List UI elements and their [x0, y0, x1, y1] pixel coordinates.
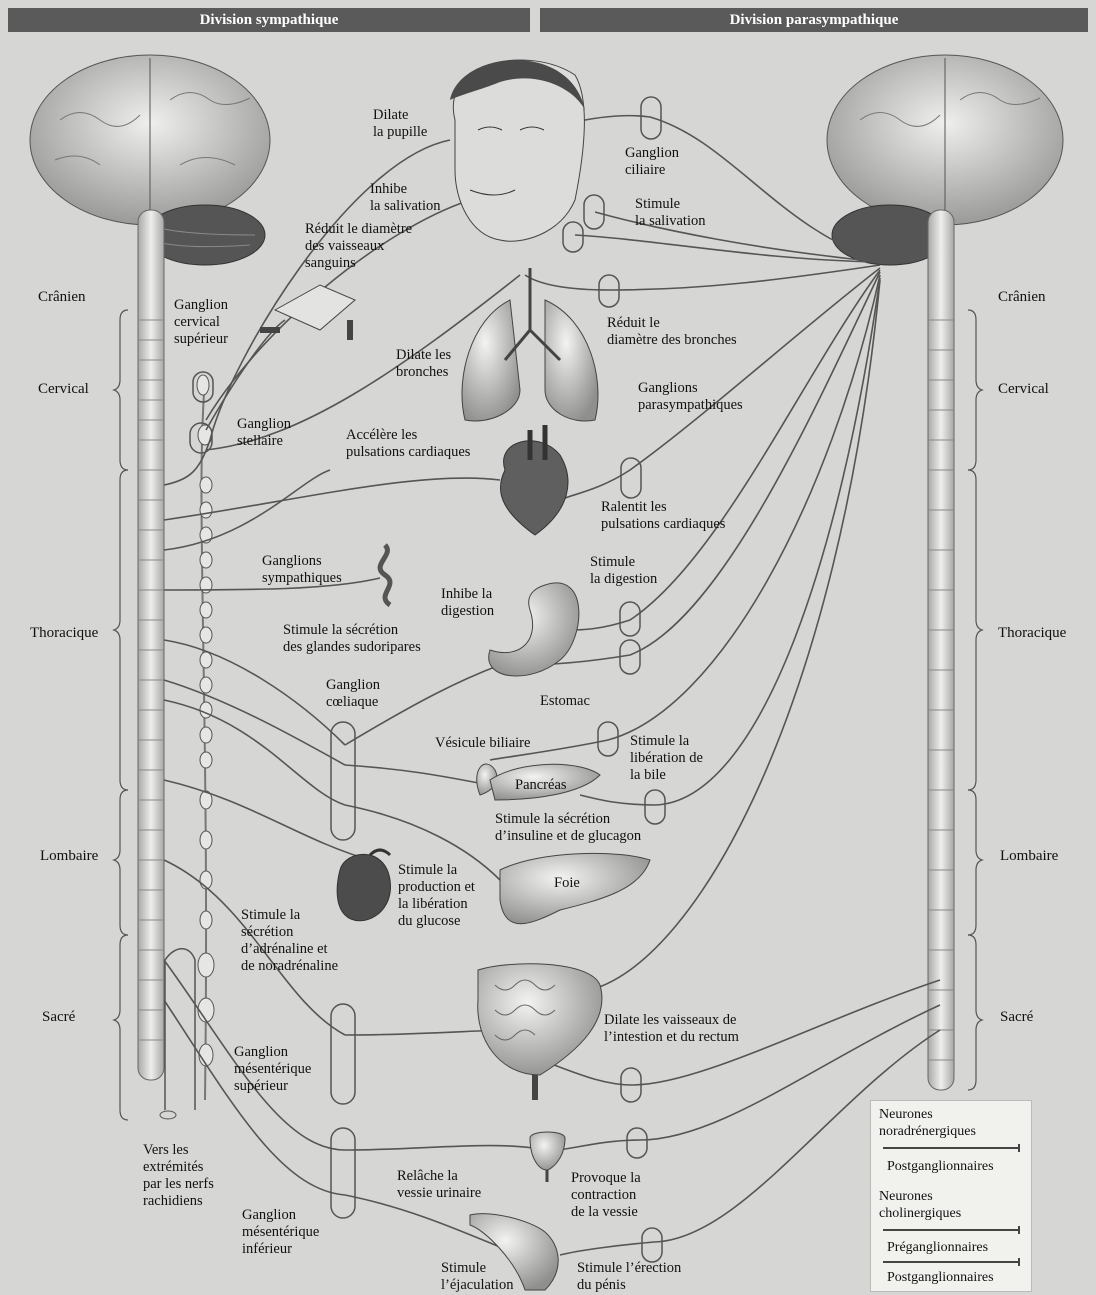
- label-dilate-pupil: Dilate la pupille: [373, 107, 427, 141]
- label-sup-cervical-ganglion: Ganglion cervical supérieur: [174, 297, 228, 348]
- label-slow-heart: Ralentit les pulsations cardiaques: [601, 499, 725, 533]
- level-thoracic-right: Thoracique: [998, 625, 1066, 642]
- label-reduce-bronchi: Réduit le diamètre des bronches: [607, 315, 737, 349]
- label-contract-bladder: Provoque la contraction de la vessie: [571, 1170, 641, 1221]
- label-ejaculation: Stimule l’éjaculation: [441, 1260, 513, 1294]
- sympathetic-chain: [197, 375, 214, 1100]
- label-adrenaline: Stimule la sécrétion d’adrénaline et de …: [241, 907, 338, 975]
- label-erection: Stimule l’érection du pénis: [577, 1260, 681, 1294]
- bladder: [530, 1132, 565, 1182]
- level-lumbar-left: Lombaire: [40, 848, 98, 865]
- level-cervical-right: Cervical: [998, 381, 1049, 398]
- legend-postganglionic-2: Postganglionnaires: [887, 1269, 994, 1286]
- heart: [500, 425, 568, 535]
- label-para-ganglia: Ganglions parasympathiques: [638, 380, 743, 414]
- label-symp-ganglia: Ganglions sympathiques: [262, 553, 342, 587]
- level-lumbar-right: Lombaire: [1000, 848, 1058, 865]
- legend-noradrenergic: Neurones noradrénergiques: [879, 1106, 976, 1140]
- label-pancreas: Pancréas: [515, 777, 567, 794]
- label-to-limbs: Vers les extrémités par les nerfs rachid…: [143, 1142, 214, 1210]
- label-dilate-bronchi: Dilate les bronches: [396, 347, 451, 381]
- label-gallbladder: Vésicule biliaire: [435, 735, 530, 752]
- label-stimulate-digestion: Stimule la digestion: [590, 554, 657, 588]
- blood-vessel: [260, 285, 355, 340]
- sweat-gland: [380, 545, 390, 605]
- label-reduce-vessels: Réduit le diamètre des vaisseaux sanguin…: [305, 221, 412, 272]
- label-accelerate-heart: Accélère les pulsations cardiaques: [346, 427, 470, 461]
- label-stomach: Estomac: [540, 693, 590, 710]
- head: [450, 60, 585, 241]
- legend-cholinergic: Neurones cholinergiques: [879, 1188, 961, 1222]
- label-inf-mesenteric: Ganglion mésentérique inférieur: [242, 1207, 319, 1258]
- label-release-bile: Stimule la libération de la bile: [630, 733, 703, 784]
- label-liver: Foie: [554, 875, 580, 892]
- label-insulin: Stimule la sécrétion d’insuline et de gl…: [495, 811, 641, 845]
- label-inhibit-salivation: Inhibe la salivation: [370, 181, 440, 215]
- level-sacral-right: Sacré: [1000, 1009, 1033, 1026]
- label-dilate-intestine: Dilate les vaisseaux de l’intestion et d…: [604, 1012, 739, 1046]
- label-stimulate-salivation: Stimule la salivation: [635, 196, 705, 230]
- intestines: [478, 964, 602, 1100]
- label-relax-bladder: Relâche la vessie urinaire: [397, 1168, 481, 1202]
- level-thoracic-left: Thoracique: [30, 625, 98, 642]
- limb-nerve-loop: [160, 1111, 176, 1119]
- legend-line-postganglionic: [883, 1261, 1018, 1263]
- legend-line-noradrenergic: [883, 1147, 1018, 1149]
- legend-preganglionic: Préganglionnaires: [887, 1239, 988, 1256]
- level-cranial-left: Crânien: [38, 289, 85, 306]
- level-cervical-left: Cervical: [38, 381, 89, 398]
- label-inhibit-digestion: Inhibe la digestion: [441, 586, 494, 620]
- legend-line-preganglionic: [883, 1229, 1018, 1231]
- label-stellate-ganglion: Ganglion stellaire: [237, 416, 291, 450]
- legend: Neurones noradrénergiques Postganglionna…: [870, 1100, 1032, 1292]
- stomach: [489, 583, 579, 676]
- level-cranial-right: Crânien: [998, 289, 1045, 306]
- level-sacral-left: Sacré: [42, 1009, 75, 1026]
- label-ciliary-ganglion: Ganglion ciliaire: [625, 145, 679, 179]
- kidney: [337, 850, 390, 921]
- label-sup-mesenteric: Ganglion mésentérique supérieur: [234, 1044, 311, 1095]
- label-glucose: Stimule la production et la libération d…: [398, 862, 475, 930]
- right-spinal-cord: [928, 210, 954, 1090]
- lungs: [462, 268, 598, 421]
- label-celiac-ganglion: Ganglion cœliaque: [326, 677, 380, 711]
- limb-nerves: [165, 949, 195, 1110]
- legend-postganglionic-1: Postganglionnaires: [887, 1158, 994, 1175]
- label-sweat-glands: Stimule la sécrétion des glandes sudorip…: [283, 622, 421, 656]
